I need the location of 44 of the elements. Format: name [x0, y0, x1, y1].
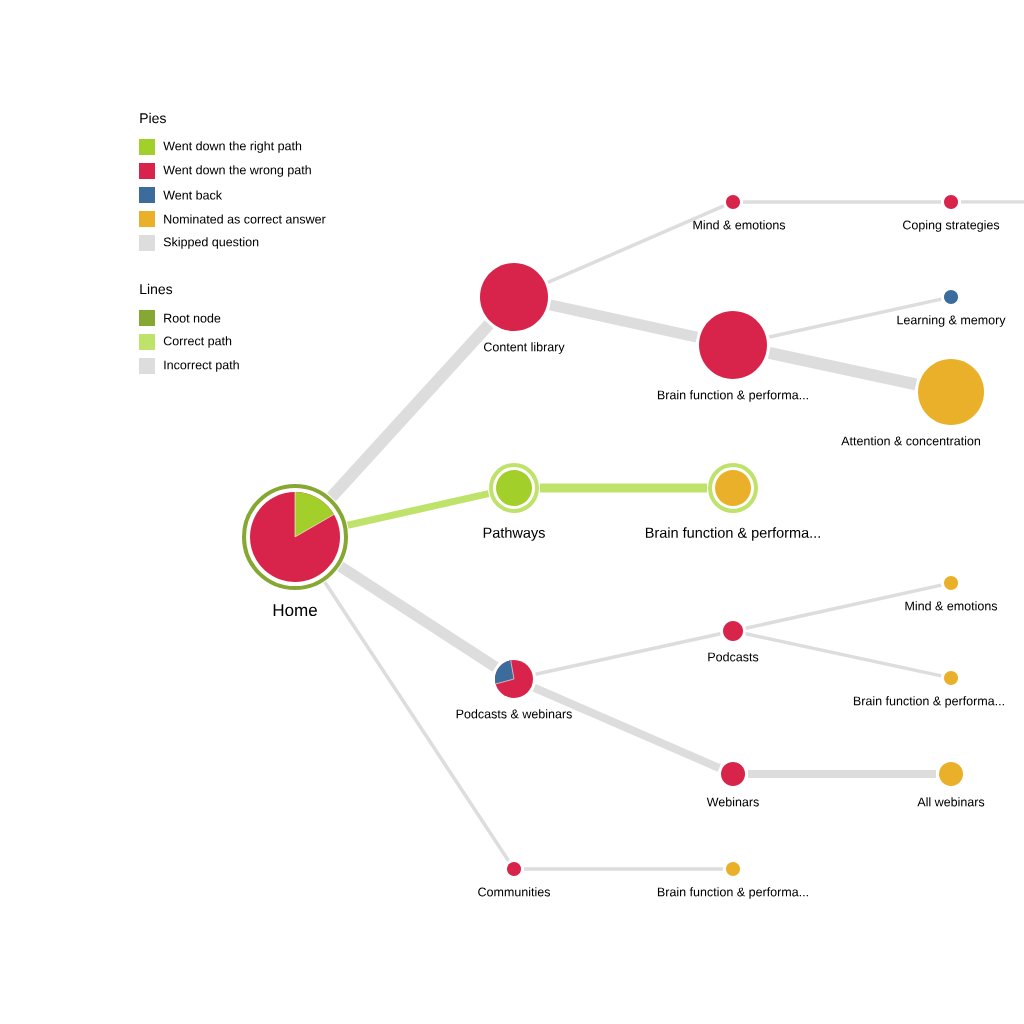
node-label: Brain function & performa...	[657, 390, 808, 402]
connector-line	[323, 581, 510, 862]
connector-line	[745, 632, 942, 678]
legend-label: Skipped question	[163, 237, 259, 249]
connector-line	[767, 346, 918, 391]
node-label: Communities	[478, 887, 550, 897]
legend-label: Correct path	[163, 336, 232, 348]
connector-line	[743, 200, 941, 204]
connector-line	[768, 297, 942, 339]
connector-line	[748, 770, 936, 778]
node-label: Coping strategies	[903, 220, 1000, 232]
legend-label: Went down the right path	[163, 141, 302, 153]
node-label: All webinars	[917, 797, 985, 807]
legend-label: Root node	[164, 313, 221, 323]
connector-line	[326, 320, 494, 502]
legend-heading: Pies	[140, 112, 166, 124]
connector-line	[961, 200, 1024, 204]
node-label: Brain function & performa...	[645, 527, 820, 541]
connector-line	[540, 483, 707, 493]
connector-line	[547, 204, 725, 284]
node-label: Mind & emotions	[693, 220, 786, 230]
connector-line	[524, 867, 723, 871]
connector-line	[346, 490, 490, 529]
node-label: Brain function & performa...	[657, 887, 808, 899]
legend-label: Nominated as correct answer	[164, 214, 326, 224]
node-label: Content library	[484, 342, 565, 354]
node-label: Pathways	[483, 527, 545, 541]
legend-label: Went back	[163, 190, 223, 200]
node-label: Brain function & performa...	[853, 696, 1004, 708]
legend-heading: Lines	[140, 283, 173, 295]
connector-line	[337, 561, 499, 672]
legend-label: Incorrect path	[164, 360, 239, 372]
node-label: Podcasts	[708, 652, 759, 662]
connector-line	[745, 583, 942, 630]
node-label: Podcasts & webinars	[456, 709, 572, 719]
node-label: Home	[273, 604, 317, 617]
node-label: Mind & emotions	[905, 601, 998, 611]
node-label: Attention & concentration	[841, 436, 980, 446]
connector-line	[548, 299, 699, 343]
connector-line	[532, 684, 721, 772]
connector-line	[535, 632, 721, 676]
legend-label: Went down the wrong path	[163, 165, 311, 177]
node-label: Webinars	[706, 797, 759, 807]
node-label: Learning & memory	[897, 315, 1006, 327]
